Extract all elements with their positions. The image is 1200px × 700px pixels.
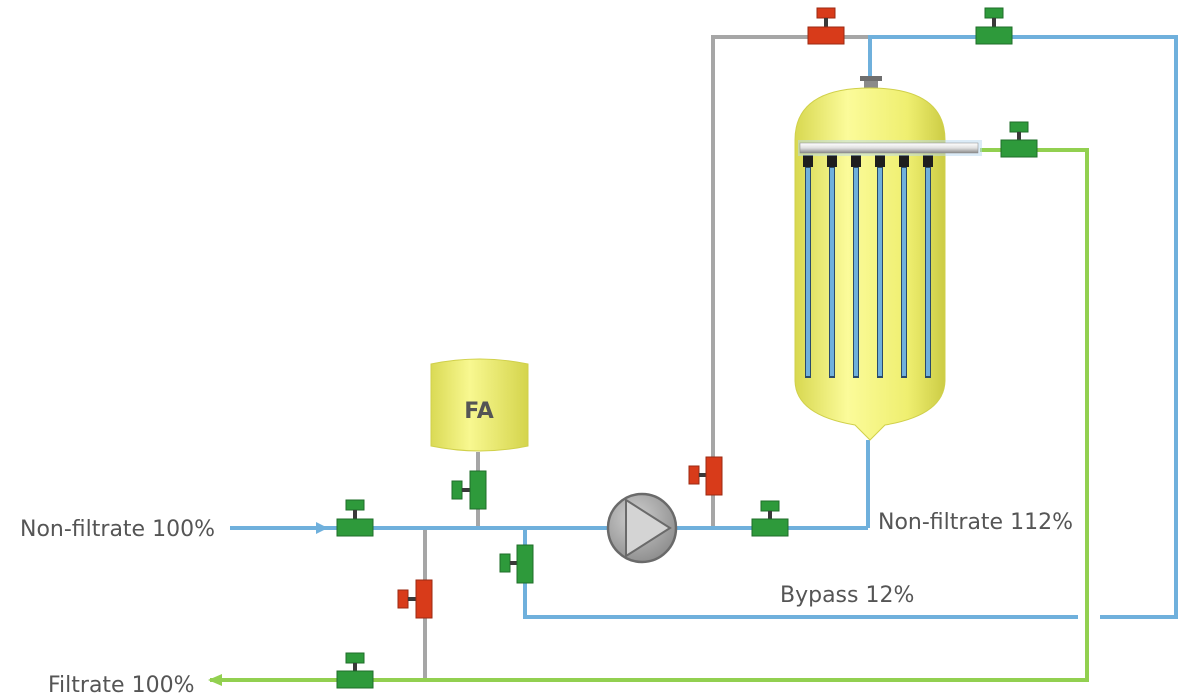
bypass-line-return	[868, 35, 1178, 619]
inlet-valve[interactable]	[336, 499, 374, 537]
filtrate-line	[210, 148, 1089, 682]
drain-valve[interactable]	[397, 579, 433, 619]
top-blue-valve[interactable]	[975, 7, 1013, 45]
recirc-label: Non-filtrate 112%	[878, 510, 1073, 535]
recirc-valve[interactable]	[751, 500, 789, 537]
outlet-label: Filtrate 100%	[48, 673, 194, 698]
bypass-label: Bypass 12%	[780, 583, 914, 608]
tank-icon	[430, 358, 529, 452]
bypass-valve[interactable]	[499, 544, 534, 584]
tank-label: FA	[464, 399, 494, 424]
filtrate-header-valve[interactable]	[1000, 121, 1038, 158]
flow-arrow-icon	[208, 674, 222, 686]
pump-branch-valve[interactable]	[688, 456, 723, 496]
inlet-label: Non-filtrate 100%	[20, 517, 215, 542]
filtrate-outlet-valve[interactable]	[336, 652, 374, 689]
membrane-vessel-icon	[794, 76, 982, 441]
pump-icon[interactable]	[606, 492, 678, 564]
tank-drain-valve[interactable]	[451, 470, 487, 510]
flow-arrow-icon	[316, 522, 328, 534]
top-gray-valve[interactable]	[807, 7, 845, 45]
